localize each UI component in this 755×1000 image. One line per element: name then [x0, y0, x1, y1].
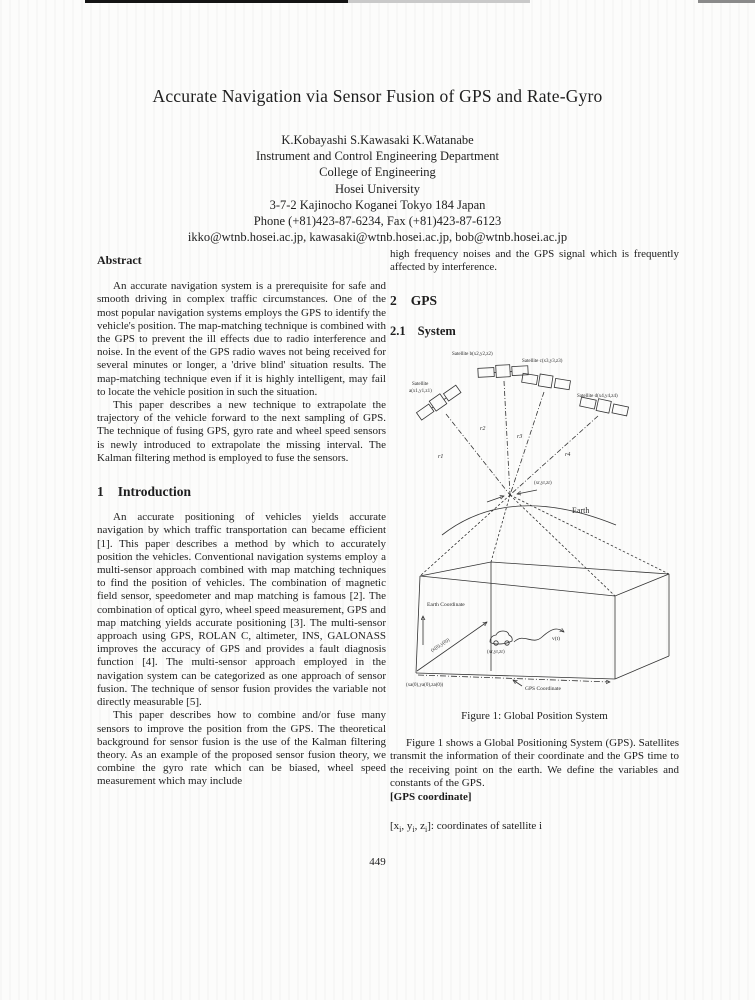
satellite-b-label: Satellite b(x2,y2,z2) [452, 352, 493, 357]
gps-coordinate-arrow [417, 674, 610, 682]
velocity-arrow [513, 629, 564, 643]
scan-artifact-top-1 [85, 0, 348, 3]
satellite-coordinates-definition: [xi, yi, zi]: coordinates of satellite i [390, 820, 543, 835]
satellite-a-coords: a(x1,y1,z1) [409, 389, 432, 394]
affiliation-line: Hosei University [334, 181, 421, 196]
abstract-heading: Abstract [97, 253, 142, 267]
abstract-paragraph-1: An accurate navigation system is a prere… [97, 280, 386, 398]
figure-description-paragraph: Figure 1 shows a Global Positioning Syst… [390, 737, 679, 789]
authors: K.Kobayashi S.Kawasaki K.Watanabe [281, 133, 474, 147]
projection-line-2 [490, 494, 511, 562]
range-4-label: r4 [565, 451, 570, 458]
initial-position-label: (x(0),y(0)) [430, 638, 451, 654]
gps-coordinate-box [415, 561, 670, 680]
satellite-c-icon [521, 372, 571, 390]
range-1-label: r1 [438, 454, 443, 460]
origin-point-label: (xa(0),ya(0),za(0)) [406, 683, 444, 688]
section-title: GPS [410, 293, 438, 309]
affiliation-line: College of Engineering [319, 165, 436, 180]
affiliation-line: Instrument and Control Engineering Depar… [256, 149, 499, 164]
range-2-label: r2 [480, 426, 485, 432]
section-number: 2 [390, 293, 397, 309]
affiliation-line: 3-7-2 Kajinocho Koganei Tokyo 184 Japan [269, 197, 486, 212]
vehicle-point-label: (xr,yr,zr) [487, 650, 505, 655]
range-line-1 [445, 413, 511, 496]
section-heading-introduction: 1 Introduction [97, 484, 386, 500]
velocity-label: v(t) [552, 635, 560, 642]
satellite-d-label: Satellite d(x4,y4,z4) [577, 394, 618, 399]
earth-coordinate-label: Earth Coordinate [427, 602, 465, 608]
range-line-4 [509, 415, 599, 496]
subsection-number: 2.1 [390, 323, 406, 338]
page-number: 449 [369, 856, 386, 868]
earth-arc [441, 505, 617, 536]
gps-coordinate-pointer [513, 680, 523, 687]
abstract-paragraph-2: This paper describes a new technique to … [97, 399, 386, 464]
author-block: K.Kobayashi S.Kawasaki K.Watanabe Instru… [0, 132, 755, 245]
receiver-pointer-left [486, 496, 504, 503]
scan-artifact-top-3 [698, 0, 755, 3]
introduction-paragraph-1: An accurate positioning of vehicles yiel… [97, 511, 386, 709]
range-3-label: r3 [517, 434, 522, 440]
continued-paragraph: high frequency noises and the GPS signal… [390, 248, 679, 274]
projection-line-1 [419, 494, 511, 577]
gps-system-figure: Satellite a(x1,y1,z1) Satellite b(x2,y2,… [406, 352, 670, 692]
range-line-3 [509, 391, 545, 495]
section-number: 1 [97, 484, 104, 500]
right-column: high frequency noises and the GPS signal… [390, 248, 679, 860]
range-line-2 [503, 380, 511, 495]
satellite-a-icon [415, 384, 462, 421]
scan-artifact-top-2 [348, 0, 530, 3]
gps-coordinate-label: GPS Coordinate [525, 686, 561, 692]
subsection-heading-system: 2.1 System [390, 323, 679, 338]
section-title: Introduction [117, 484, 192, 500]
vehicle-icon [489, 630, 513, 646]
introduction-paragraph-2: This paper describes how to combine and/… [97, 709, 386, 788]
receiver-point-label: (xr,yr,zr) [534, 481, 552, 486]
left-column: Abstract An accurate navigation system i… [97, 253, 386, 866]
paper-title: Accurate Navigation via Sensor Fusion of… [152, 86, 603, 106]
subsection-title: System [417, 323, 456, 338]
figure-1-gps-diagram: Satellite a(x1,y1,z1) Satellite b(x2,y2,… [394, 344, 679, 700]
email-line: ikko@wtnb.hosei.ac.jp, kawasaki@wtnb.hos… [187, 230, 568, 245]
phone-fax-line: Phone (+81)423-87-6234, Fax (+81)423-87-… [253, 214, 502, 229]
satellite-d-icon [579, 396, 629, 417]
satellite-b-icon [477, 364, 529, 378]
projection-line-4 [509, 494, 616, 597]
figure-caption: Figure 1: Global Position System [461, 710, 608, 723]
initial-position-arrow [416, 622, 487, 672]
earth-label: Earth [572, 506, 589, 515]
gps-coordinate-list-heading: [GPS coordinate] [390, 791, 472, 804]
receiver-pointer-right [517, 489, 538, 494]
satellite-c-label: Satellite c(x3,y3,z3) [522, 359, 563, 364]
projection-line-3 [509, 494, 670, 575]
section-heading-gps: 2 GPS [390, 293, 679, 309]
satellite-a-label: Satellite [412, 382, 429, 387]
